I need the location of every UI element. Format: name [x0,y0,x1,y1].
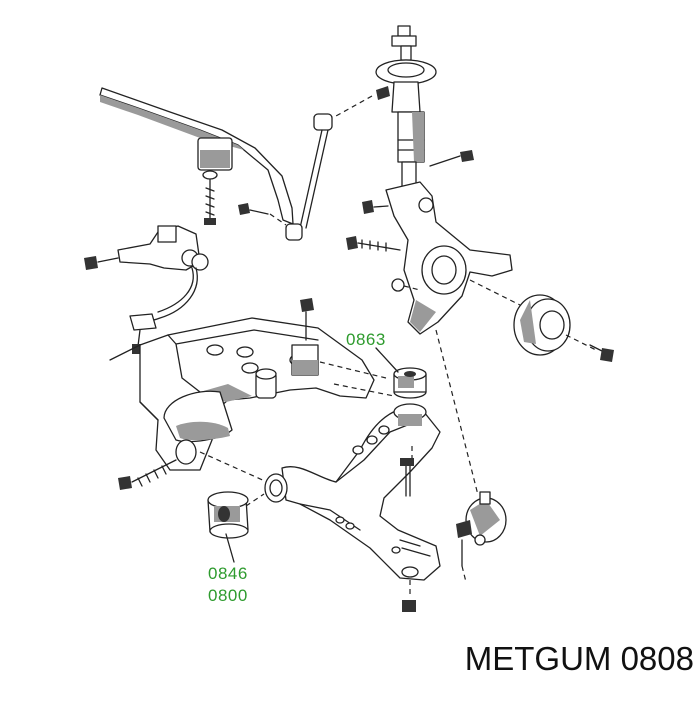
ball-joint [435,329,507,583]
callout-0846: 0846 [208,564,248,583]
stabilizer-bar [99,87,294,225]
strut [375,25,474,191]
lower-control-arm [264,403,441,612]
bushing-0863 [393,367,427,399]
product-title: METGUM 0808 [464,640,694,677]
leader-0863 [375,347,399,373]
callout-0800: 0800 [208,586,248,605]
level-sensor [84,225,209,354]
stabilizer-bushing [197,137,233,225]
mounted-bushing [255,368,277,399]
bushing-0846 [207,491,265,539]
wheel-hub [469,279,614,362]
steering-knuckle [346,181,513,335]
stabilizer-link [238,86,390,241]
leader-0846 [225,533,235,563]
callout-0863: 0863 [346,330,386,349]
